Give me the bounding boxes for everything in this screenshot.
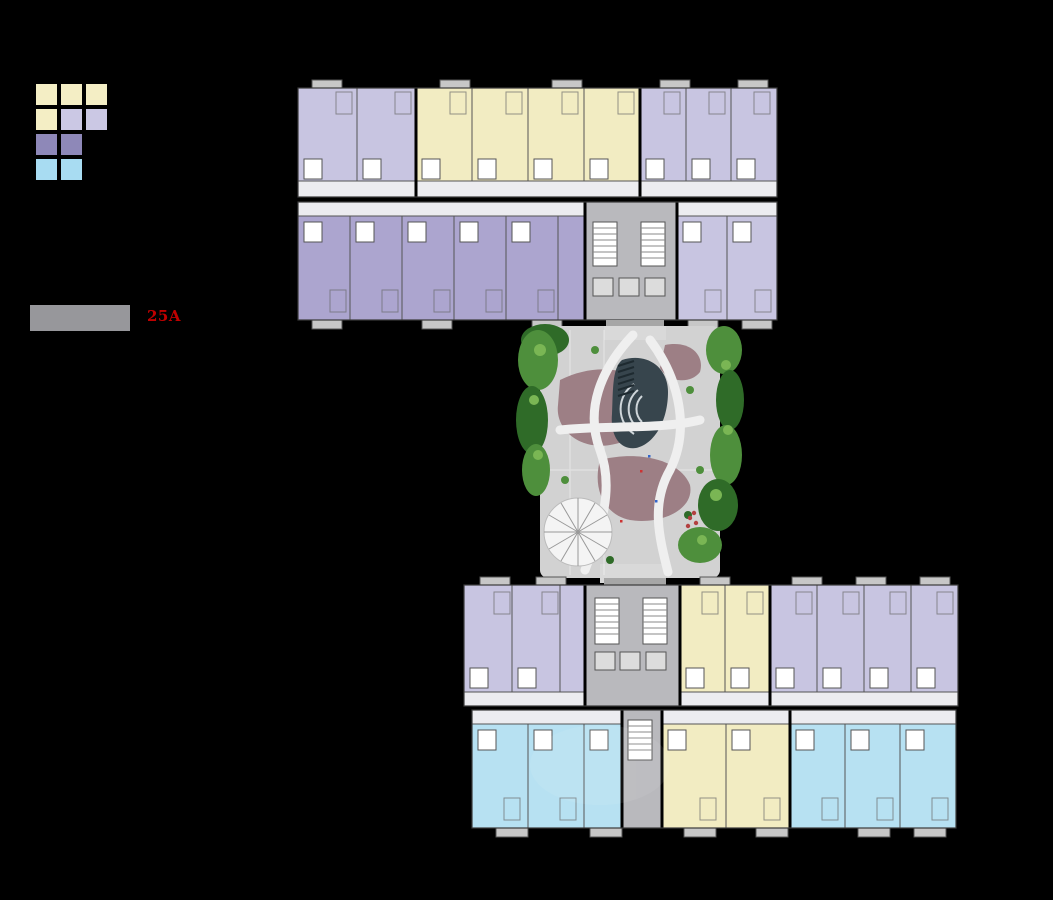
unit-fixtures	[469, 591, 954, 689]
legend-swatch-purple	[61, 134, 82, 155]
stair-elevator-core	[627, 719, 653, 761]
apartment-unit	[471, 87, 529, 182]
stair-elevator-core	[592, 221, 666, 297]
elevator	[592, 277, 614, 297]
corridor	[471, 709, 957, 725]
watermark	[530, 725, 670, 805]
upper-top-balconies	[311, 79, 769, 90]
upper-building	[297, 79, 778, 330]
unit-fixtures	[303, 91, 771, 180]
legend-swatch-yellow	[36, 109, 57, 130]
stairwell	[627, 719, 653, 761]
elevator	[645, 651, 667, 671]
apartment-unit	[557, 215, 586, 321]
flower-bed	[620, 455, 699, 529]
legend-row	[36, 159, 107, 180]
apartment-unit	[559, 584, 586, 693]
stairwell	[640, 221, 666, 267]
legend-swatch-yellow	[61, 84, 82, 105]
legend-row	[36, 84, 107, 105]
unit-code-label: 25A	[147, 307, 182, 325]
stairwell	[642, 597, 668, 645]
legend-swatch-yellow	[86, 84, 107, 105]
legend-swatch-purple	[36, 134, 57, 155]
unit-fixtures	[477, 729, 949, 821]
stair-elevator-core	[594, 597, 668, 671]
legend-row	[36, 109, 107, 130]
tree-masses	[516, 324, 744, 564]
elevator	[618, 277, 640, 297]
lower-building	[463, 576, 959, 838]
stairwell	[594, 597, 620, 645]
legend-gray-bar	[30, 305, 130, 331]
upper-top-slab-units	[297, 87, 778, 198]
elevator	[619, 651, 641, 671]
legend-swatch-lavender	[86, 109, 107, 130]
central-courtyard	[516, 324, 744, 583]
legend-row	[36, 134, 107, 155]
legend-swatch-blue	[36, 159, 57, 180]
corridor	[297, 201, 778, 217]
legend-swatch-yellow	[36, 84, 57, 105]
spiral-canopy	[543, 497, 613, 567]
legend-swatch-blue	[61, 159, 82, 180]
stairwell	[592, 221, 618, 267]
elevator	[644, 277, 666, 297]
legend-swatch-lavender	[61, 109, 82, 130]
walkway	[606, 320, 664, 328]
walkway	[604, 578, 666, 585]
corridor	[297, 180, 778, 198]
unit-type-legend	[36, 84, 107, 184]
unit-fixtures	[303, 221, 772, 313]
corridor	[463, 691, 959, 707]
elevator	[594, 651, 616, 671]
lower-bottom-balconies	[495, 827, 947, 838]
